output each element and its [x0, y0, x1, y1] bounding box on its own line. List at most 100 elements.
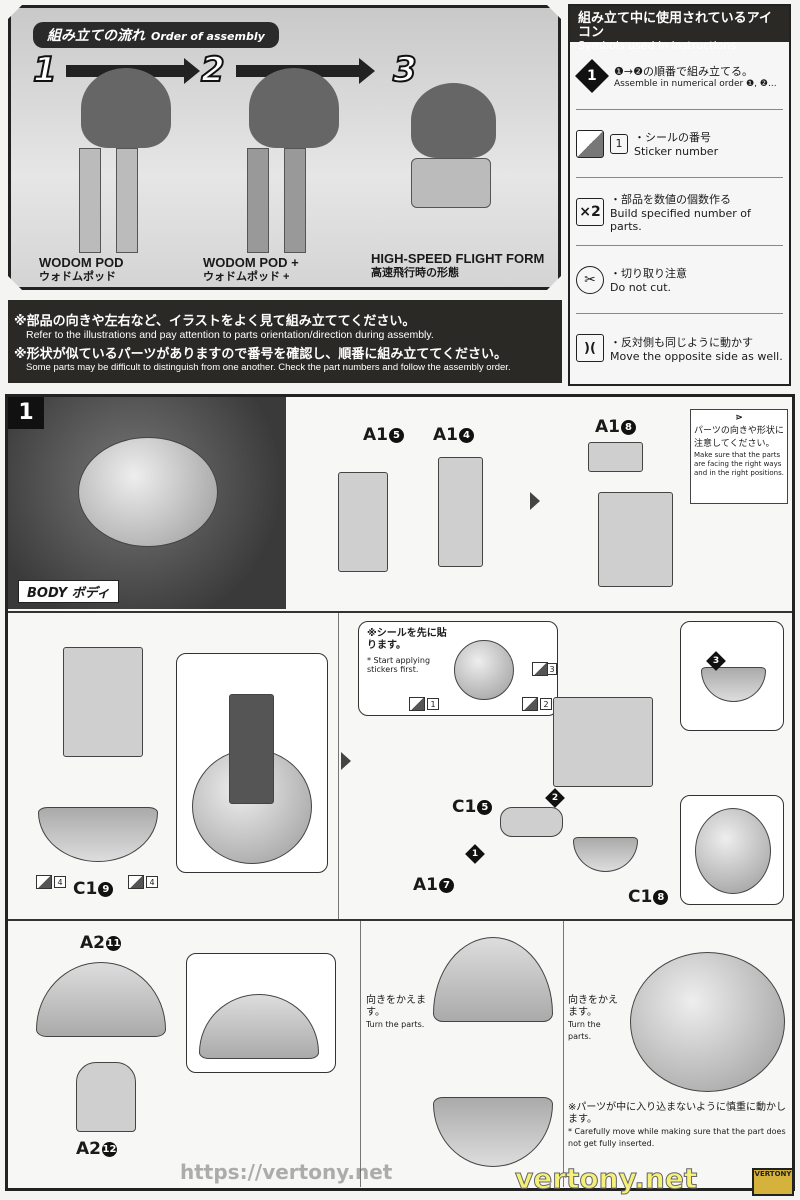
diamond-number-icon: 1: [575, 58, 609, 93]
part-illustration: [500, 807, 563, 837]
orientation-note: ⋗ パーツの向きや形状に注意してください。 Make sure that the…: [690, 409, 788, 504]
ring-illustration: [454, 640, 514, 700]
sticker-icon: [128, 875, 144, 889]
note-jp: ※形状が似ているパーツがありますので番号を確認し、順番に組み立ててください。: [14, 347, 507, 362]
part-illustration: [573, 837, 638, 872]
robot-illustration: [411, 83, 496, 158]
note-en: Some parts may be difficult to distingui…: [26, 362, 511, 373]
part-illustration: [598, 492, 673, 587]
body-ball-illustration: [630, 952, 785, 1092]
body-dome-illustration: [433, 937, 553, 1022]
caption-en: WODOM POD +: [203, 255, 299, 270]
part-illustration: [199, 994, 319, 1059]
symbol-en: Sticker number: [634, 145, 719, 158]
caption-jp: ウォドムポッド +: [203, 271, 290, 283]
no-cut-icon: ✂: [576, 265, 604, 294]
opposite-side-icon: )(: [576, 334, 604, 362]
part-illustration: [588, 442, 643, 472]
divider: [360, 921, 361, 1187]
symbols-title-jp: 組み立て中に使用されているアイコン: [578, 11, 772, 40]
sticker-icon: [522, 697, 538, 711]
symbol-jp: ❶→❷の順番で組み立てる。: [614, 64, 753, 78]
order-mark-icon: 3: [706, 651, 726, 671]
section-label: BODY ボディ: [18, 580, 119, 603]
symbol-en: Build specified number of parts.: [610, 206, 751, 233]
turn-note-jp: 向きをかえます。: [366, 995, 426, 1018]
turn-note: 向きをかえます。Turn the parts.: [568, 995, 626, 1043]
symbols-title-en: Symbols used in instructions: [578, 39, 737, 52]
order-title-jp: 組み立ての流れ: [47, 28, 145, 44]
note-en: Refer to the illustrations and pay atten…: [26, 329, 434, 341]
next-arrow-icon: [530, 492, 540, 510]
caption-en: WODOM POD: [39, 255, 124, 270]
turn-note-jp: 向きをかえます。: [568, 995, 618, 1018]
careful-note-en: * Carefully move while making sure that …: [568, 1127, 786, 1148]
symbol-jp: ・シールの番号: [634, 131, 711, 144]
caption-en: HIGH-SPEED FLIGHT FORM: [371, 251, 545, 266]
part-illustration: [553, 697, 653, 787]
turn-note-en: Turn the parts.: [366, 1020, 425, 1029]
robot-leg: [79, 148, 101, 253]
ball-illustration: [695, 808, 771, 894]
order-mark-icon: 2: [545, 788, 565, 808]
detail-callout: [176, 653, 328, 873]
body-lower-shell: [433, 1097, 553, 1167]
sticker-icon: [532, 662, 548, 676]
symbol-en: Move the opposite side as well.: [610, 349, 783, 363]
divider: [338, 613, 339, 919]
step-number-badge: 1: [8, 397, 44, 429]
note-en: Make sure that the parts are facing the …: [694, 451, 784, 477]
turn-note: 向きをかえます。 Turn the parts.: [366, 995, 426, 1031]
order-step-number: 2: [201, 50, 225, 90]
sticker-icon: [576, 129, 604, 158]
divider: [563, 921, 564, 1187]
sticker-number: 4: [146, 876, 158, 888]
part-illustration: [36, 962, 166, 1037]
sticker-number: 2: [540, 698, 552, 710]
caption-jp: 高速飛行時の形態: [371, 267, 459, 279]
careful-note-jp: ※パーツが中に入り込まないように慎重に動かします。: [568, 1102, 786, 1125]
order-mark-icon: 1: [465, 844, 485, 864]
part-illustration: [338, 472, 388, 572]
careful-note: ※パーツが中に入り込まないように慎重に動かします。* Carefully mov…: [568, 1102, 788, 1150]
robot-leg: [247, 148, 269, 253]
divider: [8, 611, 792, 613]
body-preview-image: [8, 397, 286, 609]
sticker-number: 1: [427, 698, 439, 710]
watermark: https://vertony.net: [180, 1160, 393, 1184]
robot-leg: [284, 148, 306, 253]
symbol-jp: ・部品を数値の個数作る: [610, 192, 731, 206]
symbols-legend: 組み立て中に使用されているアイコン Symbols used in instru…: [568, 4, 791, 386]
symbol-en: Assemble in numerical order ❶, ❷...: [614, 78, 777, 89]
sticker-callout: ※シールを先に貼ります。 * Start applying stickers f…: [358, 621, 558, 716]
sticker-number: 3: [547, 663, 557, 675]
attention-icon: ⋗: [735, 413, 743, 423]
body-lower-shell: [38, 807, 158, 862]
detail-callout: [680, 795, 784, 905]
symbols-header: 組み立て中に使用されているアイコン Symbols used in instru…: [570, 6, 789, 52]
order-caption: WODOM POD +ウォドムポッド +: [203, 256, 299, 284]
part-illustration: [701, 667, 766, 702]
robot-illustration: [249, 68, 339, 148]
symbol-jp: ・反対側も同じように動かす: [610, 335, 753, 349]
order-step-number: 3: [393, 50, 417, 90]
assembly-notes: ※部品の向きや左右など、イラストをよく見て組み立ててください。 Refer to…: [8, 300, 562, 383]
multiply-icon: ×2: [576, 197, 604, 226]
sticker-icon: [36, 875, 52, 889]
sticker-number-icon: 1: [610, 133, 628, 154]
